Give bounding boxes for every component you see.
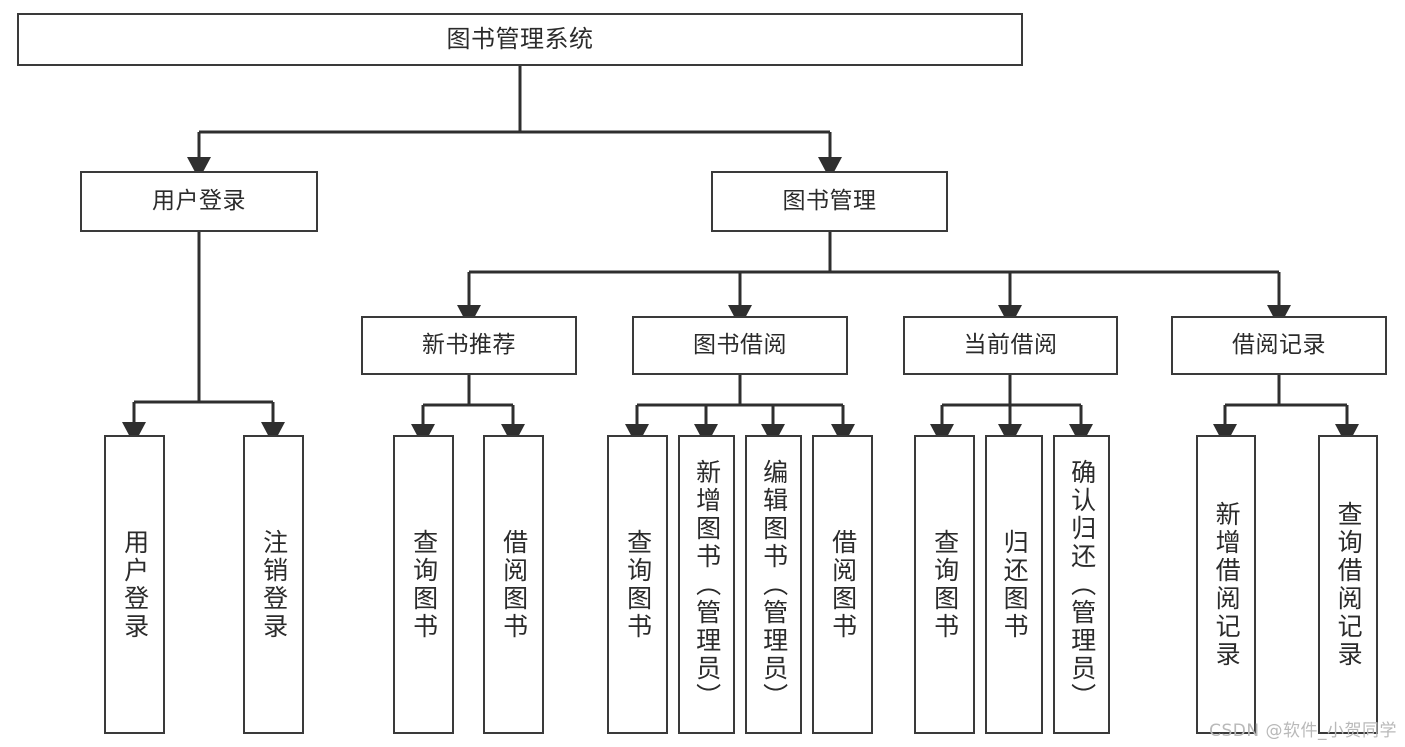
node-label: 查询图书 [623, 528, 653, 641]
leaf-edit-book-admin[interactable]: 编辑图书（管理员） [745, 435, 802, 734]
node-new-book-recommend[interactable]: 新书推荐 [361, 316, 577, 375]
leaf-user-login[interactable]: 用户登录 [104, 435, 165, 734]
leaf-return-book[interactable]: 归还图书 [985, 435, 1043, 734]
leaf-query-book-borrow[interactable]: 查询图书 [607, 435, 668, 734]
leaf-borrow-book-recommend[interactable]: 借阅图书 [483, 435, 544, 734]
leaf-confirm-return-admin[interactable]: 确认归还（管理员） [1053, 435, 1110, 734]
node-label: 图书管理系统 [446, 25, 594, 54]
node-label: 新书推荐 [422, 331, 516, 358]
node-label: 新增借阅记录 [1212, 500, 1242, 669]
node-label: 用户登录 [120, 528, 150, 641]
leaf-query-book-current[interactable]: 查询图书 [914, 435, 975, 734]
node-book-management[interactable]: 图书管理 [711, 171, 948, 232]
node-label: 图书管理 [782, 187, 877, 214]
node-label: 借阅图书 [499, 528, 529, 641]
node-label: 用户登录 [152, 187, 246, 214]
node-label: 查询图书 [409, 528, 439, 641]
csdn-watermark: CSDN @软件_小贺同学 [1209, 721, 1397, 741]
leaf-add-borrow-record[interactable]: 新增借阅记录 [1196, 435, 1256, 734]
leaf-add-book-admin[interactable]: 新增图书（管理员） [678, 435, 735, 734]
node-label: 归还图书 [1000, 528, 1030, 641]
node-current-borrow[interactable]: 当前借阅 [903, 316, 1118, 375]
node-label: 查询图书 [930, 528, 960, 641]
leaf-query-borrow-record[interactable]: 查询借阅记录 [1318, 435, 1378, 734]
leaf-query-book-recommend[interactable]: 查询图书 [393, 435, 454, 734]
node-book-borrow[interactable]: 图书借阅 [632, 316, 848, 375]
node-user-login[interactable]: 用户登录 [80, 171, 318, 232]
node-label: 确认归还（管理员） [1067, 458, 1097, 711]
node-label: 当前借阅 [963, 331, 1058, 358]
node-label: 借阅记录 [1232, 331, 1326, 358]
node-label: 新增图书（管理员） [692, 458, 722, 711]
leaf-logout[interactable]: 注销登录 [243, 435, 304, 734]
node-label: 查询借阅记录 [1334, 500, 1364, 669]
node-label: 借阅图书 [828, 528, 858, 641]
node-root-system[interactable]: 图书管理系统 [17, 13, 1023, 66]
leaf-borrow-book[interactable]: 借阅图书 [812, 435, 873, 734]
node-borrow-record[interactable]: 借阅记录 [1171, 316, 1387, 375]
node-label: 注销登录 [259, 528, 289, 641]
node-label: 编辑图书（管理员） [759, 458, 789, 711]
node-label: 图书借阅 [693, 331, 787, 358]
